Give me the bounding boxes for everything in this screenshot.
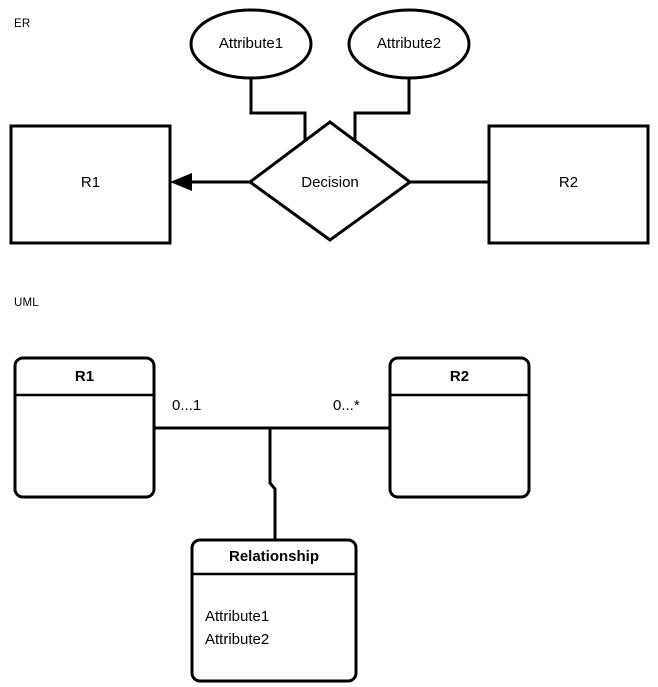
er-connector-attribute2-decision: [353, 78, 411, 140]
uml-class-r1-title: R1: [74, 368, 95, 385]
uml-association-class-title: Relationship: [228, 548, 319, 565]
er-decision-diamond[interactable]: [247, 120, 413, 242]
er-entity-r2-rect[interactable]: [487, 124, 650, 245]
uml-association-class-attribute-2: Attribute2: [205, 631, 270, 648]
er-entity-r1-rect[interactable]: [9, 124, 172, 245]
section-label-er: ER: [14, 18, 31, 30]
er-entity-r2-label: R2: [558, 174, 579, 191]
uml-association-class-attribute-1: Attribute1: [205, 608, 270, 625]
uml-class-r2-title: R2: [449, 368, 470, 385]
er-attribute1-label: Attribute1: [218, 35, 284, 52]
er-decision-label: Decision: [301, 174, 359, 191]
er-entity-r1-label: R1: [80, 174, 101, 191]
section-label-uml: UML: [14, 297, 39, 309]
uml-multiplicity-right: 0...*: [333, 397, 360, 414]
uml-multiplicity-left: 0...1: [172, 397, 202, 414]
er-attribute2-label: Attribute2: [376, 35, 442, 52]
er-connector-attribute1-decision: [249, 78, 307, 140]
er-arrowhead-to-r1: [170, 173, 192, 191]
uml-association-class-link[interactable]: [268, 428, 277, 540]
